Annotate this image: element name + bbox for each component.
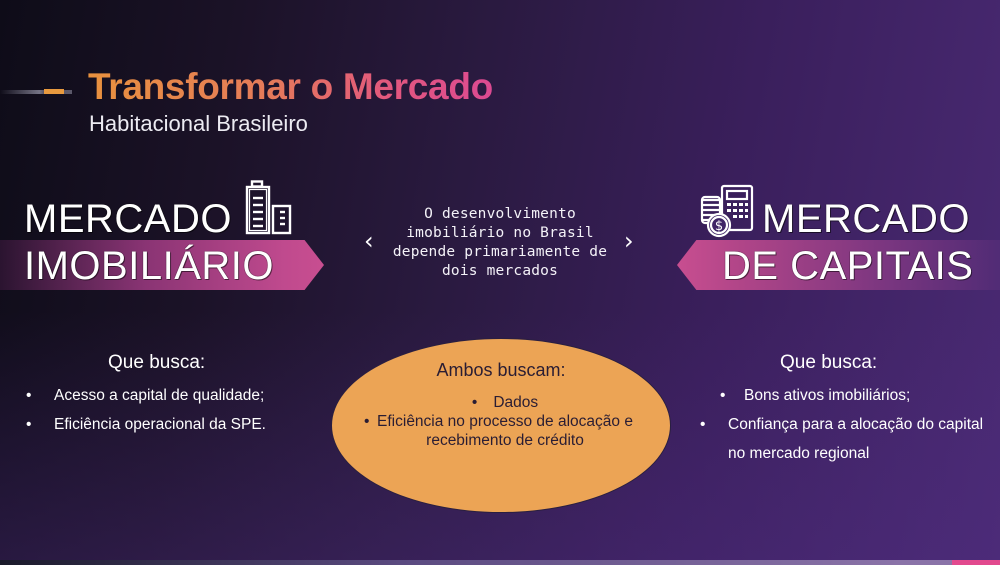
bullet: • [26,416,32,433]
left-market-title-line1: MERCADO [24,197,232,241]
right-market-ribbon [677,240,1000,290]
bullet: • [700,416,706,433]
page-subtitle: Habitacional Brasileiro [89,111,308,136]
list-item: •Eficiência no processo de alocação e re… [364,413,633,449]
page-title: Transformar o Mercado [88,66,493,107]
left-needs-list: •Acesso a capital de qualidade; •Eficiên… [26,381,266,439]
right-needs-list: •Bons ativos imobiliários; •Confiança pa… [700,381,990,468]
left-heading: Que busca: [108,352,206,373]
right-heading: Que busca: [780,352,878,373]
list-item: •Eficiência operacional da SPE. [26,410,266,439]
list-item: •Acesso a capital de qualidade; [26,381,266,410]
list-item: •Dados [471,394,539,411]
left-market-ribbon [0,240,324,290]
shared-needs-list: •Dados •Eficiência no processo de alocaç… [360,393,650,450]
list-item: •Confiança para a alocação do capital no… [700,410,990,468]
right-market-title-line2: DE CAPITAIS [722,244,974,288]
bullet: • [26,387,32,404]
svg-text:$: $ [715,219,723,234]
bullet: • [471,394,478,411]
left-market-title-line2: IMOBILIÁRIO [24,244,274,288]
title-decoration-line [0,90,72,94]
chevron-right-icon[interactable]: › [624,227,634,255]
chevron-left-icon[interactable]: ‹ [364,227,374,255]
calculator-coins-icon: $ [700,184,758,244]
bullet: • [364,413,370,430]
right-market-title-line1: MERCADO [762,197,970,241]
title-dash [44,89,64,94]
bottom-bar [0,560,1000,565]
shared-heading: Ambos buscam: [436,360,566,380]
shared-needs-ellipse [331,338,671,513]
bottom-accent [952,560,1000,565]
center-statement: O desenvolvimento imobiliário no Brasil … [392,206,608,279]
buildings-icon [244,180,294,240]
list-item: •Bons ativos imobiliários; [700,381,990,410]
bullet: • [720,387,726,404]
